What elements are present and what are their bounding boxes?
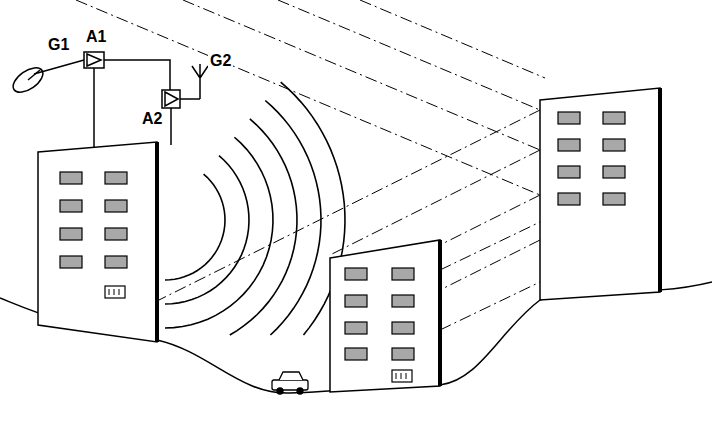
part-label: A2 [140,110,164,128]
door-sign [105,286,125,298]
window [392,348,414,360]
left-building [38,142,157,342]
window [603,166,625,178]
window [558,112,580,124]
window [603,193,625,205]
building-edge [155,142,159,342]
window [60,256,82,268]
window [60,200,82,212]
window [105,256,127,268]
wave-arc [165,156,249,304]
window [558,193,580,205]
cable [104,60,170,90]
cable [34,60,84,74]
window [603,112,625,124]
window [60,228,82,240]
antenna-symbol [192,64,208,99]
window [392,295,414,307]
amplifier-box [162,90,180,108]
satellite-dish [9,63,47,97]
cable [180,98,200,100]
window [558,139,580,151]
window [345,295,367,307]
right-building [540,88,660,300]
window [60,172,82,184]
part-label: A1 [84,28,108,46]
wave-arc [165,174,225,280]
window [392,268,414,280]
amplifier-box [84,52,104,68]
window [345,322,367,334]
building-edge [438,240,442,386]
equipment [9,52,208,147]
car [272,372,308,394]
window [345,268,367,280]
amplifier-symbol [87,54,101,66]
window [105,228,127,240]
window [105,200,127,212]
mast [93,68,95,147]
door-sign [392,370,412,382]
center-building [330,240,440,392]
sign-mark [396,373,406,379]
radio-waves [165,82,345,335]
sign-mark [109,289,119,295]
amplifier-symbol [165,92,178,106]
wave-arc [265,100,321,335]
wave-arc [165,137,273,328]
windows [60,112,625,382]
window [603,139,625,151]
window [558,166,580,178]
dish-feed [28,70,40,80]
window [392,322,414,334]
window [345,348,367,360]
building-edge [658,88,662,292]
buildings [38,88,660,392]
wave-arc [230,119,297,335]
window [105,172,127,184]
mast [170,108,172,145]
part-label: G2 [208,52,233,70]
part-label: G1 [46,36,71,54]
